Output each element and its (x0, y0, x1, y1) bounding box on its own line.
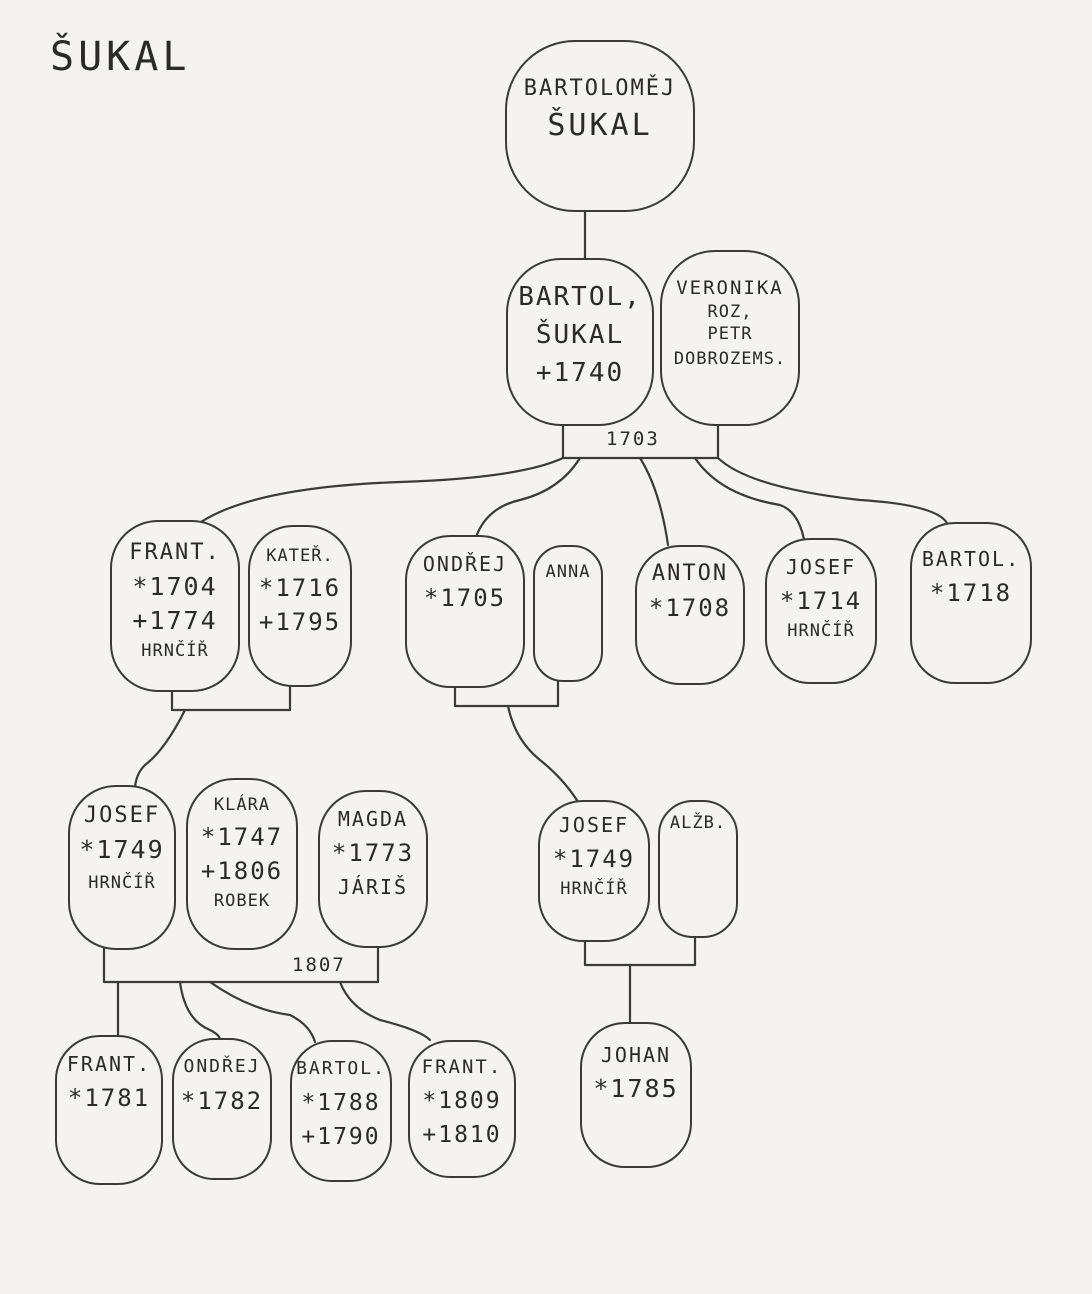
connector-line (183, 456, 565, 537)
person-line: MAGDA (337, 807, 409, 831)
person-line: BARTOL. (921, 547, 1021, 571)
person-bartol-1788: BARTOL. *1788 +1790 (290, 1040, 392, 1182)
person-line: *1785 (593, 1074, 679, 1103)
connector-line (583, 934, 697, 967)
person-line: *1718 (929, 579, 1013, 607)
person-alzb: ALŽB. (658, 800, 738, 938)
person-line: JOSEF (785, 555, 857, 579)
connector-line (178, 980, 222, 1042)
person-line: JÁRIŠ (337, 875, 409, 899)
person-line: +1806 (200, 857, 284, 885)
connector-line (338, 980, 432, 1042)
person-line: JOHAN (600, 1043, 672, 1067)
connector-line (693, 456, 807, 547)
person-bartolomej-sukal: BARTOLOMĚJ ŠUKAL (505, 40, 695, 212)
person-josef-1749: JOSEF *1749 HRNČÍŘ (538, 800, 650, 942)
marriage-year-1807: 1807 (290, 954, 348, 976)
person-line: *1809 (422, 1088, 502, 1114)
person-frant-1781: FRANT. *1781 (55, 1035, 163, 1185)
person-frant-1809: FRANT. *1809 +1810 (408, 1040, 516, 1178)
person-line: *1705 (423, 584, 507, 612)
person-josef-1749-hrncir: JOSEF *1749 HRNČÍŘ (68, 785, 176, 950)
connector-line (453, 678, 560, 708)
person-magda: MAGDA *1773 JÁRIŠ (318, 790, 428, 948)
person-line: *1781 (67, 1084, 151, 1112)
person-line: HRNČÍŘ (88, 873, 156, 893)
person-anton: ANTON *1708 (635, 545, 745, 685)
person-line: FRANT. (66, 1052, 152, 1076)
person-line: ŠUKAL (535, 320, 625, 350)
connector-line (133, 708, 187, 792)
person-line: *1704 (132, 572, 218, 601)
person-line: *1788 (301, 1090, 381, 1116)
person-ondrej-1705: ONDŘEJ *1705 (405, 535, 525, 688)
connector-line (102, 944, 380, 984)
person-anna: ANNA (533, 545, 603, 682)
person-line: ONDŘEJ (422, 552, 508, 576)
person-bartol-1718: BARTOL. *1718 (910, 522, 1032, 684)
person-line: ROBEK (213, 891, 271, 911)
person-line: VERONIKA (676, 277, 784, 299)
connector-line (638, 456, 670, 547)
person-line: *1714 (779, 587, 863, 615)
person-line: ONDŘEJ (183, 1056, 261, 1077)
family-name-title: ŠUKAL (50, 34, 191, 80)
person-line: HRNČÍŘ (560, 879, 628, 899)
person-line: *1716 (258, 574, 342, 602)
person-line: BARTOL. (296, 1058, 386, 1079)
connector-line (473, 456, 582, 542)
person-line: JOSEF (558, 813, 630, 837)
connector-line (170, 682, 292, 712)
connector-line (716, 456, 950, 527)
person-line: ANNA (545, 562, 591, 582)
person-line: JOSEF (83, 803, 161, 828)
person-frant-1704: FRANT. *1704 +1774 HRNČÍŘ (110, 520, 240, 692)
person-line: DOBROZEMS. (673, 349, 787, 369)
person-line: *1773 (331, 839, 415, 867)
person-ondrej-1782: ONDŘEJ *1782 (172, 1038, 272, 1180)
person-line: *1708 (648, 594, 732, 622)
person-line: HRNČÍŘ (787, 621, 855, 641)
person-line: HRNČÍŘ (141, 641, 209, 661)
person-line: BARTOLOMĚJ (523, 76, 677, 101)
person-josef-1714: JOSEF *1714 HRNČÍŘ (765, 538, 877, 684)
person-line: BARTOL, (518, 282, 642, 312)
person-line: KATEŘ. (266, 546, 334, 566)
person-line: ANTON (651, 561, 729, 586)
person-line: PETR (707, 324, 753, 344)
person-line: *1782 (180, 1087, 264, 1115)
person-line: +1740 (535, 358, 625, 388)
connector-line (506, 704, 582, 807)
person-line: FRANT. (421, 1056, 503, 1078)
person-line: *1749 (552, 845, 636, 873)
person-line: ŠUKAL (547, 108, 653, 143)
person-line: FRANT. (129, 540, 221, 565)
person-line: +1795 (258, 608, 342, 636)
person-line: *1747 (200, 823, 284, 851)
person-line: +1810 (422, 1122, 502, 1148)
person-line: *1749 (79, 835, 165, 864)
person-johan: JOHAN *1785 (580, 1022, 692, 1168)
person-veronika: VERONIKA ROZ, PETR DOBROZEMS. (660, 250, 800, 426)
person-line: +1790 (301, 1124, 381, 1150)
person-klara: KLÁRA *1747 +1806 ROBEK (186, 778, 298, 950)
marriage-year-1703: 1703 (604, 428, 662, 450)
person-kater: KATEŘ. *1716 +1795 (248, 525, 352, 687)
person-bartol-sukal: BARTOL, ŠUKAL +1740 (506, 258, 654, 426)
person-line: +1774 (132, 606, 218, 635)
person-line: ALŽB. (669, 813, 727, 833)
person-line: ROZ, (707, 302, 753, 322)
person-line: KLÁRA (213, 795, 271, 815)
connector-line (208, 980, 317, 1044)
